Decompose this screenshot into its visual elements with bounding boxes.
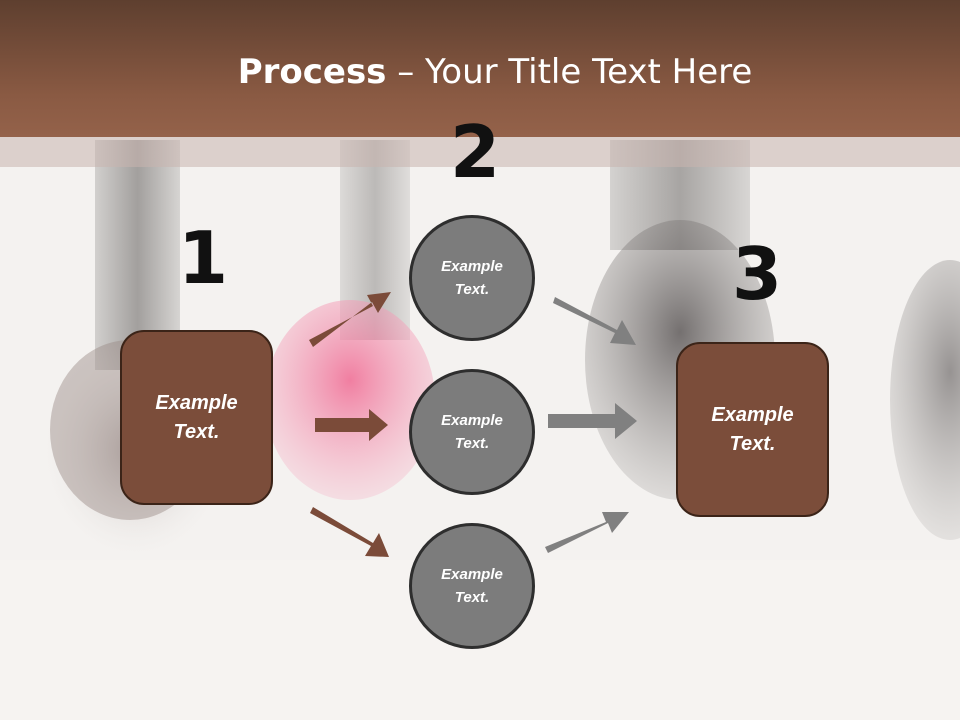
circle-middle-text: Example Text. [441,412,503,452]
title-bar [0,0,960,137]
step-number-3: 3 [732,232,783,316]
arrow-right-down [545,512,629,553]
arrow-right-middle [548,403,637,439]
circle-bottom: Example Text. [409,523,535,649]
title-bar-strip [0,137,960,167]
step-number-1: 1 [178,216,229,300]
circle-top-text: Example Text. [441,258,503,298]
box-step-1-text: Example Text. [155,391,238,443]
slide-title-bold: Process [237,52,387,92]
box-step-1: Example Text. [120,330,273,505]
arrow-left-up [309,292,391,347]
box-step-3: Example Text. [676,342,829,517]
arrow-right-up [553,297,636,345]
arrow-left-down [310,507,389,557]
circle-bottom-text: Example Text. [441,566,503,606]
arrow-left-middle [315,409,388,441]
slide-title-rest: – Your Title Text Here [386,52,753,92]
box-step-3-text: Example Text. [711,403,794,455]
circle-middle: Example Text. [409,369,535,495]
step-number-2: 2 [450,110,501,194]
circle-top: Example Text. [409,215,535,341]
slide-title: Process – Your Title Text Here [0,52,960,92]
